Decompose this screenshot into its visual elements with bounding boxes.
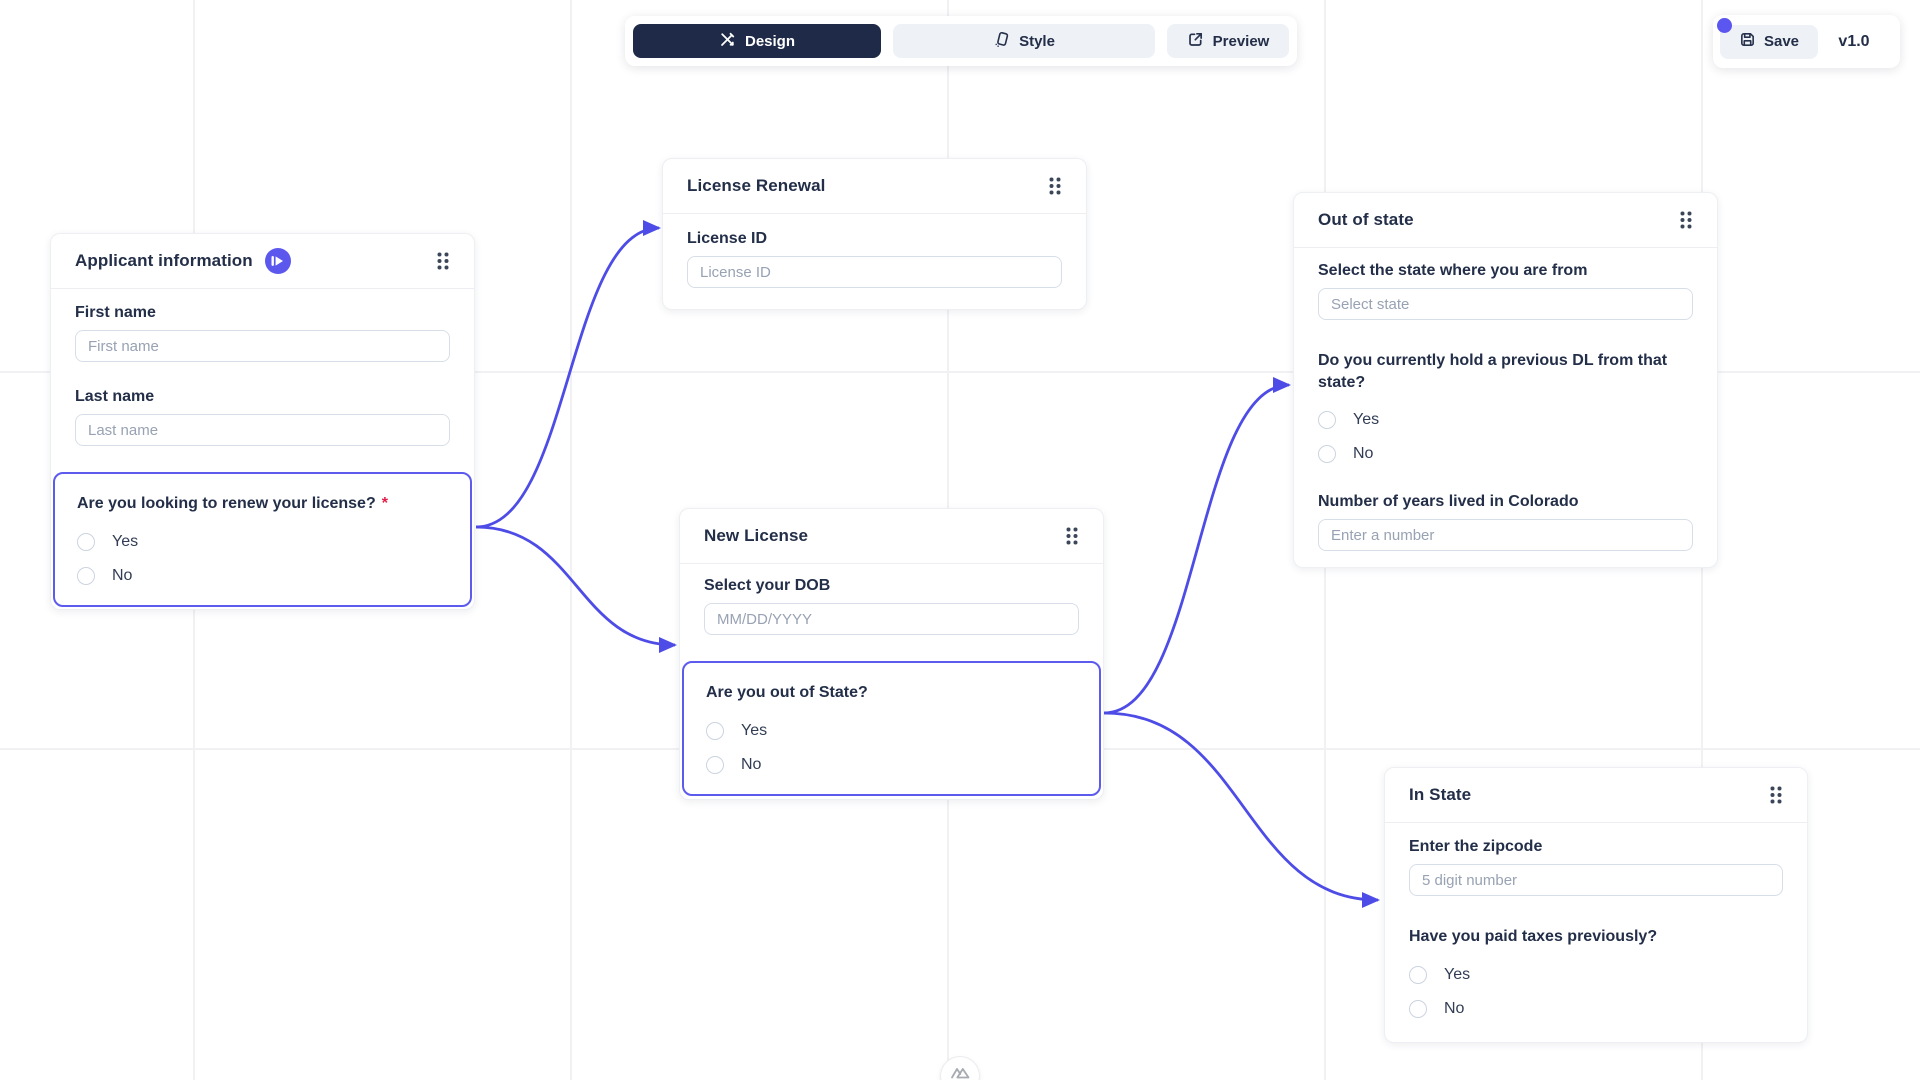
card-title: License Renewal [687, 176, 826, 195]
preview-button-label: Preview [1212, 32, 1270, 50]
first-name-input[interactable] [75, 330, 450, 362]
drag-handle-icon[interactable] [1044, 172, 1066, 200]
edge-outofstate-to-in-state[interactable] [1103, 711, 1380, 908]
field-zipcode: Enter the zipcode [1409, 838, 1783, 896]
radio-button[interactable] [706, 755, 724, 774]
version-badge: v1.0 [1838, 32, 1870, 50]
radio-label: No [1444, 999, 1465, 1017]
design-tab-button[interactable]: Design [633, 24, 881, 58]
preview-external-link-icon [1187, 31, 1204, 52]
radio-label: Yes [1353, 411, 1380, 429]
card-license-renewal[interactable]: License Renewal License ID [662, 158, 1087, 310]
field-first-name: First name [75, 304, 450, 362]
card-new-license[interactable]: New License Select your DOB Are you out … [679, 508, 1104, 800]
card-title: New License [704, 526, 809, 545]
question-label: Are you looking to renew your license?* [77, 495, 388, 512]
save-floppy-icon [1739, 31, 1756, 52]
radio-label: Yes [112, 532, 139, 550]
radio-option-yes: Yes [1409, 965, 1783, 984]
radio-option-yes: Yes [706, 721, 1077, 740]
card-header: License Renewal [663, 159, 1086, 214]
start-flag-icon [264, 248, 291, 274]
radio-option-no: No [706, 755, 1077, 774]
radio-label: No [1353, 445, 1374, 463]
drag-handle-icon[interactable] [1765, 781, 1787, 809]
card-header: Applicant information [51, 234, 474, 289]
card-title: In State [1409, 785, 1472, 804]
last-name-input[interactable] [75, 414, 450, 446]
design-tab-label: Design [744, 32, 795, 50]
question-label: Do you currently hold a previous DL from… [1318, 352, 1668, 391]
card-header: In State [1385, 768, 1807, 823]
radio-button[interactable] [1409, 965, 1427, 984]
question-group-renew-license[interactable]: Are you looking to renew your license?* … [53, 472, 472, 607]
card-header: Out of state [1294, 193, 1717, 248]
radio-label: Yes [1444, 965, 1471, 983]
question-previous-dl: Do you currently hold a previous DL from… [1318, 350, 1693, 464]
edge-renew-to-new-license[interactable] [475, 525, 677, 653]
field-label: Last name [75, 388, 155, 405]
field-label: Enter the zipcode [1409, 838, 1543, 855]
card-title: Out of state [1318, 210, 1414, 229]
card-title: Applicant information [75, 251, 253, 270]
required-asterisk: * [381, 495, 388, 512]
preview-button[interactable]: Preview [1167, 24, 1289, 58]
field-label: Select the state where you are from [1318, 262, 1588, 279]
field-license-id: License ID [687, 230, 1062, 288]
style-brush-icon [993, 31, 1010, 52]
license-id-input[interactable] [687, 256, 1062, 288]
field-last-name: Last name [75, 388, 450, 446]
radio-button[interactable] [1318, 411, 1336, 430]
mode-toolbar: Design Style Preview [625, 16, 1297, 66]
card-applicant-information[interactable]: Applicant information First name Last na… [50, 233, 475, 610]
drag-handle-icon[interactable] [1675, 206, 1697, 234]
radio-option-yes: Yes [77, 532, 448, 551]
radio-option-no: No [1318, 445, 1693, 464]
field-label: License ID [687, 230, 768, 247]
state-select-input[interactable] [1318, 288, 1693, 320]
radio-option-yes: Yes [1318, 411, 1693, 430]
radio-label: No [741, 755, 762, 773]
radio-button[interactable] [706, 721, 724, 740]
drag-handle-icon[interactable] [432, 247, 454, 275]
radio-button[interactable] [77, 532, 95, 551]
question-group-out-of-state[interactable]: Are you out of State? Yes No [682, 661, 1101, 796]
field-label: Number of years lived in Colorado [1318, 493, 1579, 511]
save-version-panel: Save v1.0 [1713, 15, 1900, 68]
card-in-state[interactable]: In State Enter the zipcode Have you paid… [1384, 767, 1808, 1043]
radio-label: No [112, 566, 133, 584]
question-label: Have you paid taxes previously? [1409, 928, 1658, 945]
field-years-in-colorado: Number of years lived in Colorado [1318, 493, 1693, 552]
logo-button[interactable] [941, 1057, 979, 1080]
radio-button[interactable] [1318, 445, 1336, 464]
question-paid-taxes: Have you paid taxes previously? Yes No [1409, 926, 1783, 1018]
radio-button[interactable] [1409, 999, 1427, 1018]
field-dob: Select your DOB [704, 577, 1079, 635]
zipcode-input[interactable] [1409, 864, 1783, 896]
years-number-input[interactable] [1318, 519, 1693, 552]
field-label: Select your DOB [704, 577, 831, 594]
unsaved-changes-dot [1717, 17, 1732, 33]
style-tab-button[interactable]: Style [893, 24, 1155, 58]
radio-label: Yes [741, 721, 768, 739]
dob-input[interactable] [704, 603, 1079, 635]
design-tools-icon [719, 31, 736, 52]
style-tab-label: Style [1019, 32, 1055, 50]
card-out-of-state[interactable]: Out of state Select the state where you … [1293, 192, 1718, 569]
radio-option-no: No [1409, 999, 1783, 1018]
field-state: Select the state where you are from [1318, 262, 1693, 320]
field-label: First name [75, 304, 156, 321]
mountains-logo-icon [950, 1064, 971, 1080]
edge-outofstate-to-out-of-state[interactable] [1103, 377, 1291, 715]
question-label: Are you out of State? [706, 684, 868, 701]
save-button-label: Save [1763, 33, 1800, 50]
radio-option-no: No [77, 566, 448, 585]
radio-button[interactable] [77, 566, 95, 585]
save-button[interactable]: Save [1717, 17, 1818, 59]
edge-renew-to-license-renewal[interactable] [475, 220, 661, 529]
card-header: New License [680, 509, 1103, 564]
drag-handle-icon[interactable] [1061, 522, 1083, 550]
